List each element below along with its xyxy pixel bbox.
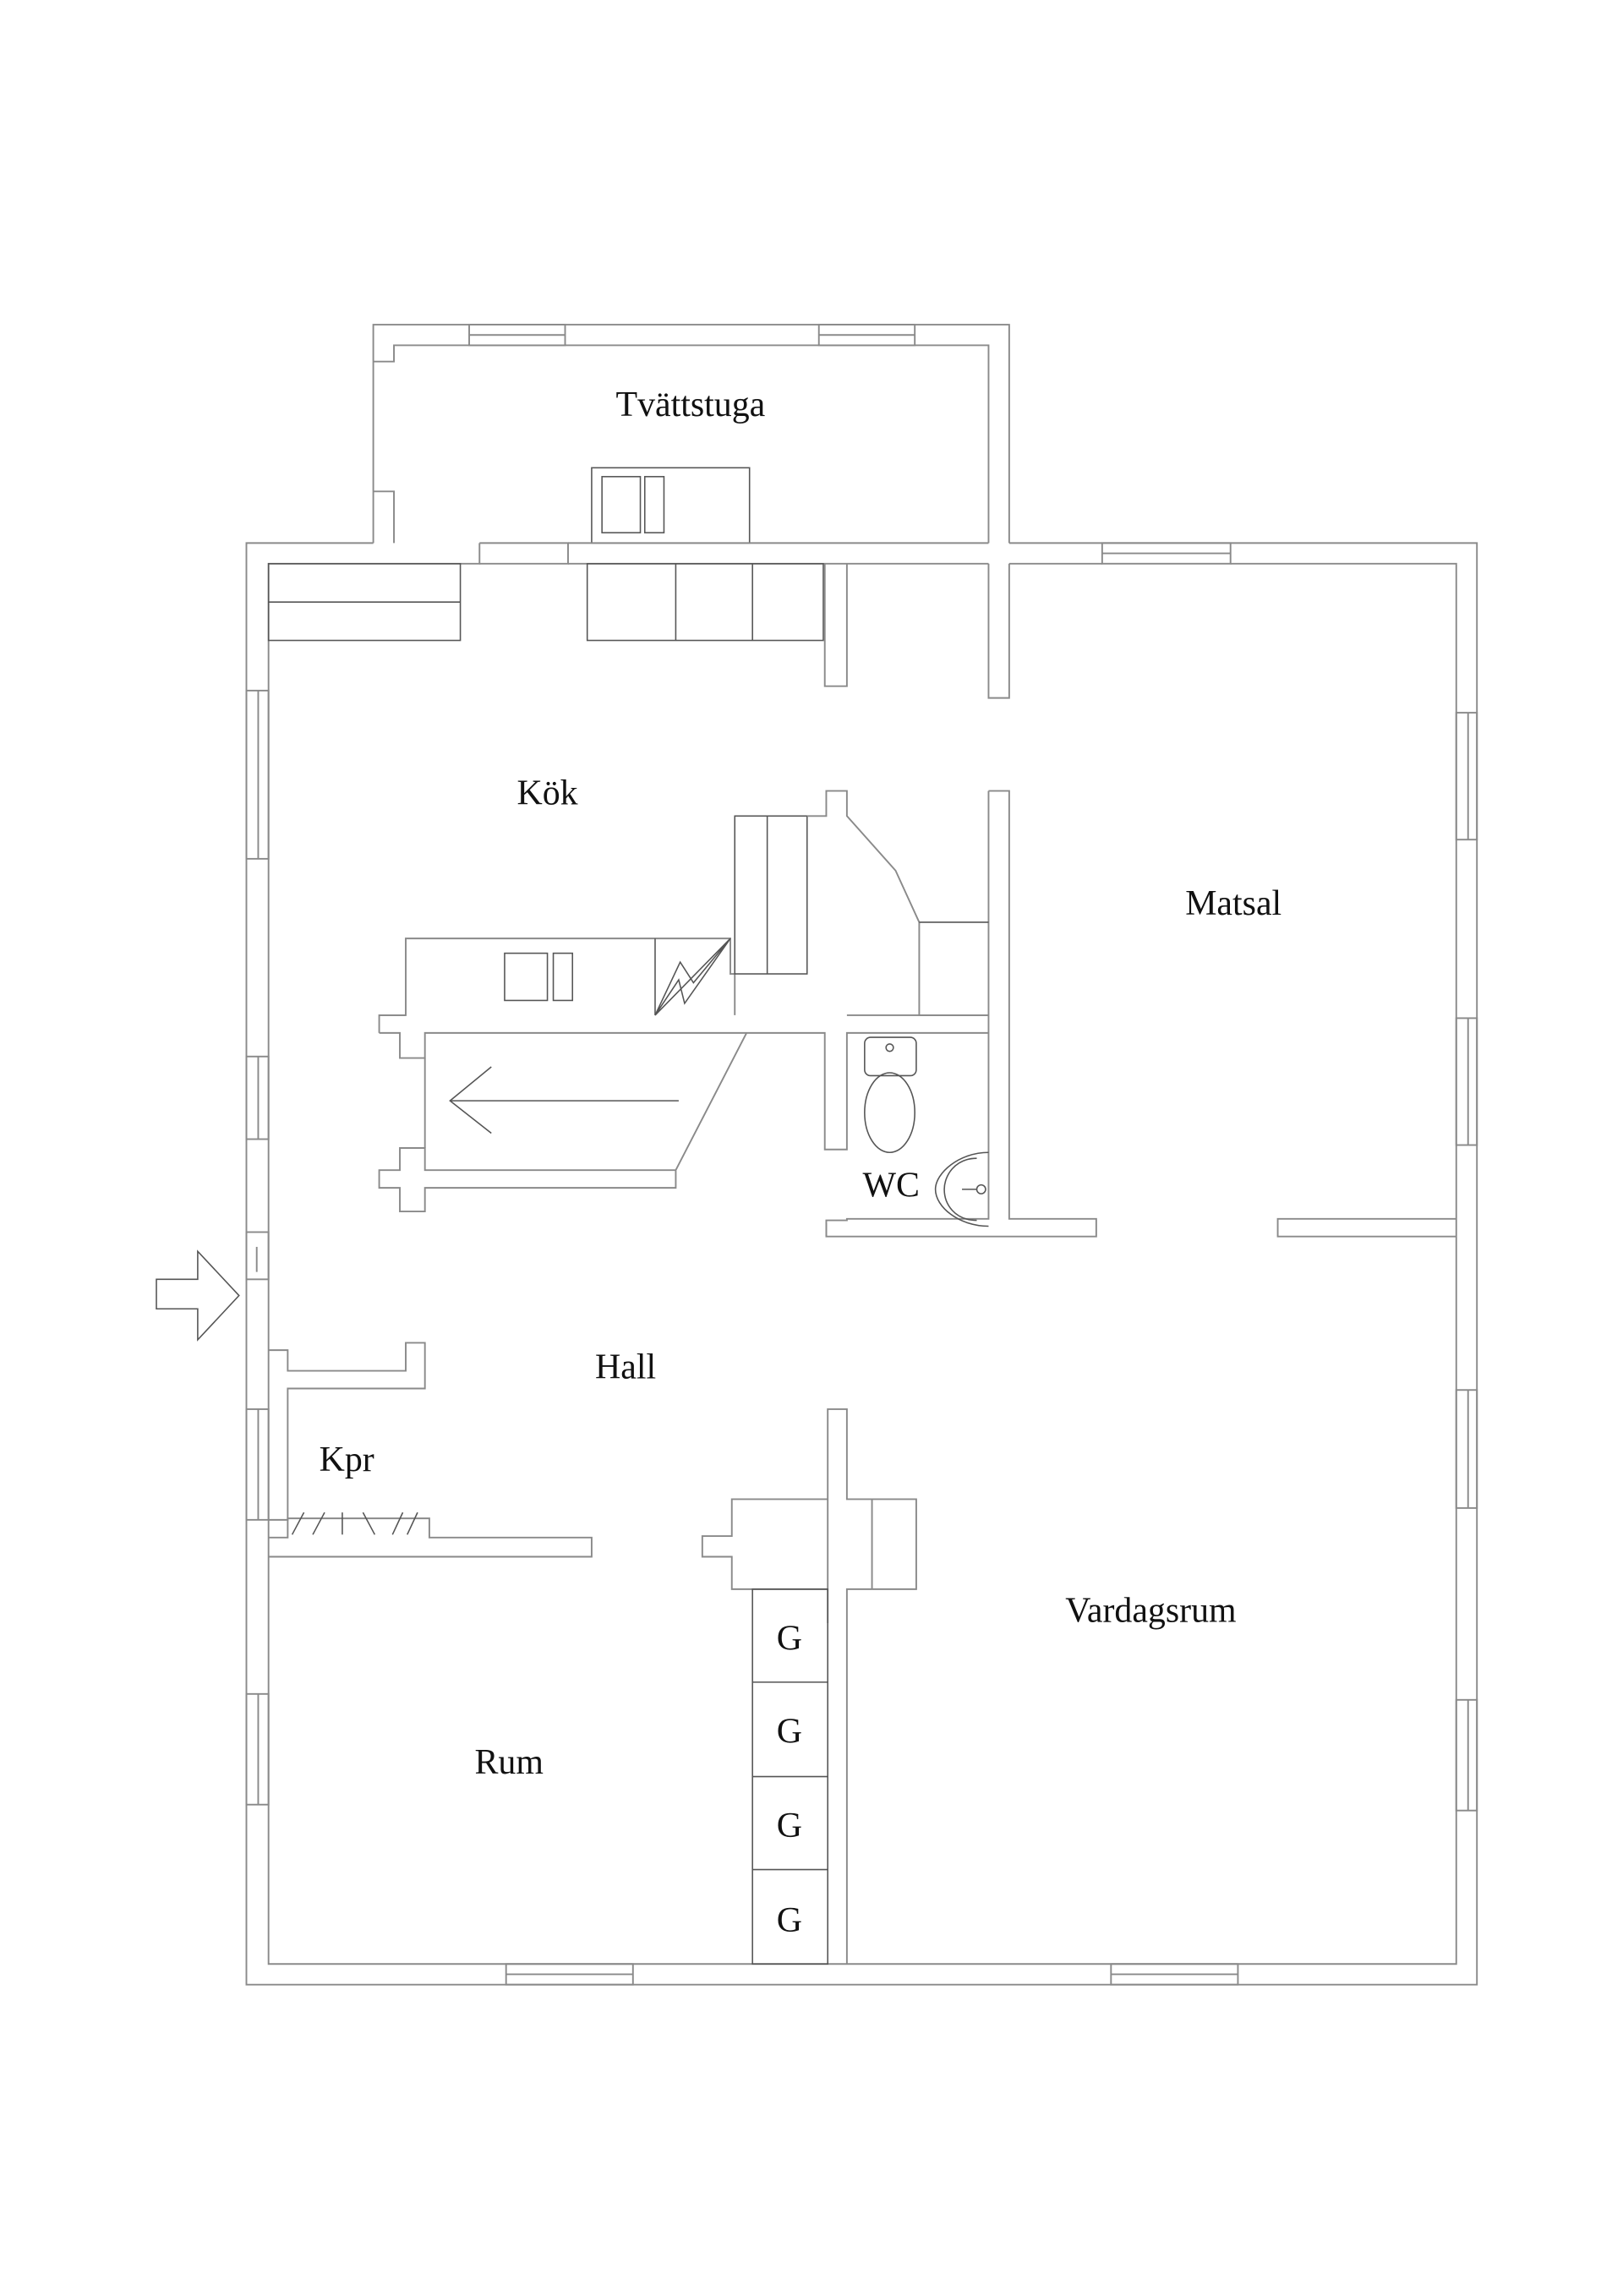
closet-label: G: [777, 1901, 802, 1940]
room-label-tvattstuga: Tvättstuga: [615, 385, 765, 424]
room-label-hall: Hall: [595, 1348, 656, 1386]
sink: [934, 1151, 989, 1227]
room-label-wc: WC: [863, 1167, 920, 1205]
entrance-arrow-icon: [156, 1249, 240, 1342]
laundry-walls: [372, 324, 1010, 565]
kitchen-counter: [504, 790, 989, 1016]
closet-column: [751, 1588, 828, 1965]
hall-walls: [268, 1342, 917, 1965]
room-label-vardagsrum: Vardagsrum: [1065, 1591, 1236, 1630]
closet-label: G: [777, 1807, 802, 1845]
windows-bottom: [505, 1963, 1239, 1986]
windows-right: [1455, 712, 1478, 1812]
toilet: [864, 1036, 917, 1154]
staircase: [378, 1032, 748, 1213]
washer-dryer: [591, 467, 751, 544]
interior-walls: [378, 563, 1456, 1238]
closet-label: G: [777, 1712, 802, 1751]
closet-label: G: [777, 1619, 802, 1658]
room-label-rum: Rum: [474, 1743, 543, 1782]
room-label-kok: Kök: [517, 774, 578, 812]
outer-walls: [245, 542, 1478, 1986]
room-label-kpr: Kpr: [320, 1440, 374, 1479]
kitchen-cabinets: [267, 563, 824, 642]
room-label-matsal: Matsal: [1185, 884, 1281, 923]
windows-left: [245, 689, 270, 1806]
